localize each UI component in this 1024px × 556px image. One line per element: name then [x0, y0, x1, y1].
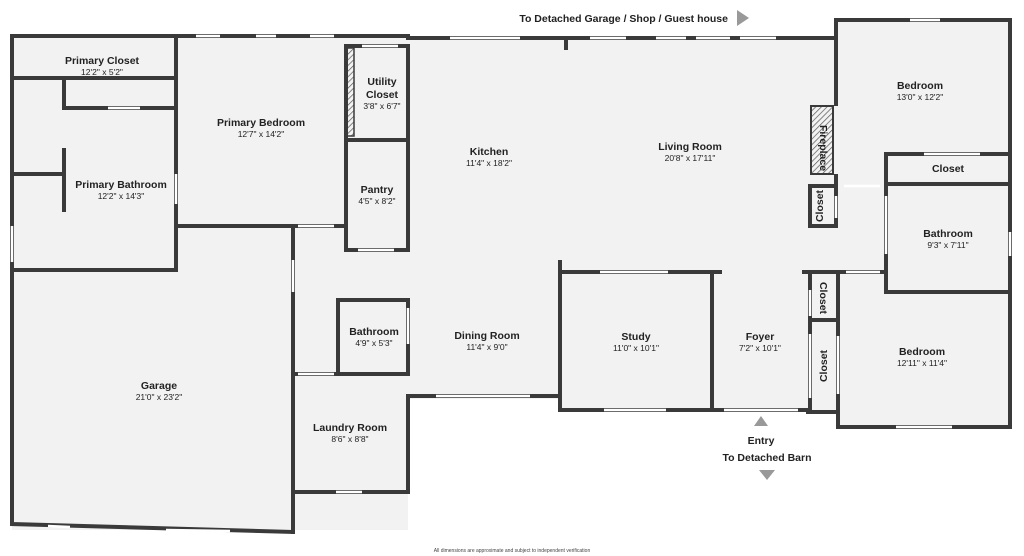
top-arrow-icon	[737, 10, 749, 26]
label-living-room: Living Room	[658, 141, 722, 153]
dim-bathroom-right: 9'3" x 7'11"	[927, 240, 968, 250]
dim-kitchen: 11'4" x 18'2"	[466, 158, 512, 168]
dim-bathroom-small: 4'9" x 5'3"	[355, 338, 392, 348]
label-closet-low: Closet	[818, 349, 830, 382]
label-primary-closet: Primary Closet	[65, 55, 140, 67]
floor-fill	[12, 20, 1010, 530]
label-kitchen: Kitchen	[470, 146, 509, 158]
label-utility-closet-1: Utility	[367, 76, 396, 88]
label-dining-room: Dining Room	[454, 330, 519, 342]
dim-garage: 21'0" x 23'2"	[136, 392, 183, 402]
note-top-arrow: To Detached Garage / Shop / Guest house	[519, 13, 728, 25]
note-entry: Entry	[748, 435, 775, 447]
dim-foyer: 7'2" x 10'1"	[739, 343, 781, 353]
dim-utility-closet: 3'8" x 6'7"	[363, 101, 400, 111]
dim-bedroom-bottom: 12'11" x 11'4"	[897, 358, 947, 368]
dim-study: 11'0" x 10'1"	[613, 343, 659, 353]
dim-primary-closet: 12'2" x 5'2"	[81, 67, 123, 77]
dim-primary-bathroom: 12'2" x 14'3"	[98, 191, 145, 201]
label-closet-top: Closet	[932, 163, 965, 175]
barn-arrow-down-icon	[759, 470, 775, 480]
label-primary-bathroom: Primary Bathroom	[75, 179, 167, 191]
label-closet-mid: Closet	[817, 282, 829, 315]
dim-primary-bedroom: 12'7" x 14'2"	[238, 129, 285, 139]
note-barn: To Detached Barn	[722, 452, 811, 464]
label-bedroom-top: Bedroom	[897, 80, 943, 92]
label-fireplace: Fireplace	[817, 125, 829, 171]
label-bathroom-small: Bathroom	[349, 326, 399, 338]
entry-arrow-up-icon	[754, 416, 768, 426]
label-primary-bedroom: Primary Bedroom	[217, 117, 305, 129]
dim-dining-room: 11'4" x 9'0"	[466, 342, 507, 352]
dim-living-room: 20'8" x 17'11"	[665, 153, 716, 163]
label-closet-left: Closet	[814, 189, 826, 222]
label-garage: Garage	[141, 380, 177, 392]
dim-pantry: 4'5" x 8'2"	[358, 196, 395, 206]
dim-laundry-room: 8'6" x 8'8"	[331, 434, 368, 444]
label-laundry-room: Laundry Room	[313, 422, 387, 434]
label-foyer: Foyer	[746, 331, 775, 343]
label-bedroom-bottom: Bedroom	[899, 346, 945, 358]
fireplace-hearth	[810, 105, 834, 175]
dim-bedroom-top: 13'0" x 12'2"	[897, 92, 944, 102]
label-bathroom-right: Bathroom	[923, 228, 973, 240]
label-utility-closet-2: Closet	[366, 89, 399, 101]
label-study: Study	[621, 331, 650, 343]
window-openings	[10, 18, 1012, 533]
label-pantry: Pantry	[361, 184, 394, 196]
footnote: All dimensions are approximate and subje…	[434, 548, 591, 554]
